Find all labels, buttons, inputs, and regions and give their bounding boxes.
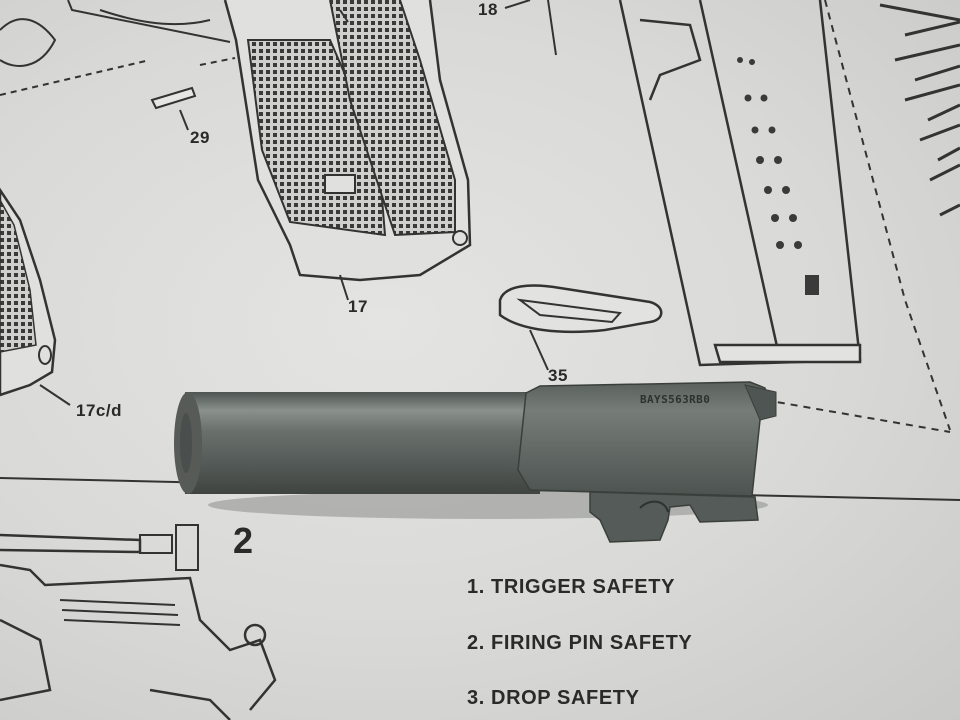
barrel-serial-number: BAYS563RB0	[640, 393, 710, 406]
part-label-17: 17	[348, 297, 368, 316]
part-label-29: 29	[190, 128, 210, 147]
magazine-cartridge-marks	[737, 57, 819, 295]
trigger-mechanism-drawing	[0, 524, 277, 720]
part-label-17cd: 17c/d	[76, 401, 122, 420]
pistol-barrel: BAYS563RB0	[174, 381, 777, 543]
spring-drawing	[879, 3, 960, 217]
frame-grip-drawing	[67, 0, 472, 282]
safety-item: 2. FIRING PIN SAFETY	[467, 632, 693, 654]
floorplate-35-drawing	[498, 284, 663, 334]
part-label-18: 18	[478, 0, 498, 19]
section-number: 2	[233, 520, 254, 561]
pin-29-drawing	[0, 57, 236, 131]
part-label-35: 35	[548, 366, 568, 385]
safety-item: 1. TRIGGER SAFETY	[467, 576, 676, 598]
pointer-lines	[339, 0, 557, 371]
left-grip-drawing	[0, 187, 71, 406]
trigger-parts-drawing	[0, 9, 211, 67]
safety-item: 3. DROP SAFETY	[467, 687, 640, 709]
magazine-drawing	[618, 0, 951, 433]
